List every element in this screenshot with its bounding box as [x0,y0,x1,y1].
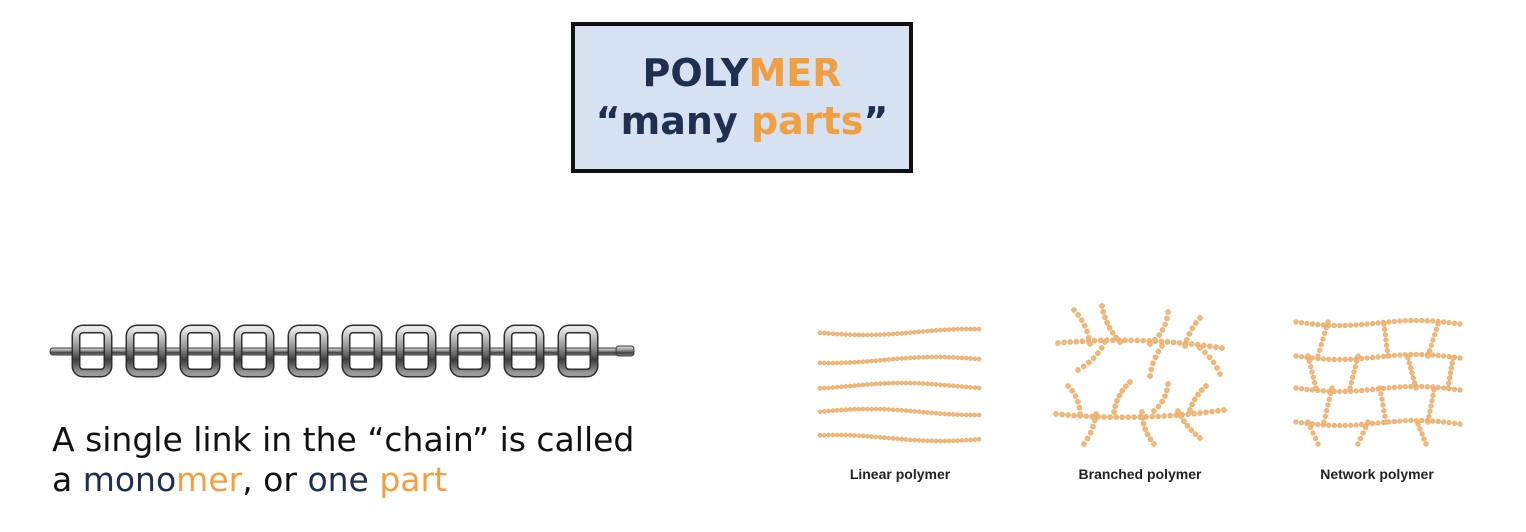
linear-polymer-label: Linear polymer [849,466,951,482]
quote-open: “ [595,98,621,143]
title-line-1: POLYMER [575,50,909,98]
caption-or: , or [242,460,308,500]
metal-chain-icon [49,324,635,378]
title-poly: POLY [642,51,749,95]
branched-polymer-diagram [1053,303,1227,447]
linear-polymer-diagram [817,326,982,444]
quote-close: ” [863,98,889,143]
caption: A single link in the “chain” is called a… [52,420,634,501]
caption-line-1: A single link in the “chain” is called [52,420,635,459]
caption-mer: mer [176,460,243,500]
caption-mono: mono [82,460,177,500]
title-mer: MER [748,51,842,95]
caption-line-2: a monomer, or one part [52,460,634,500]
caption-one: one [307,460,369,500]
chain-links [49,324,635,378]
caption-part: part [379,460,448,500]
title-many: many [620,98,738,143]
network-polymer-label: Network polymer [1320,466,1434,482]
title-box: POLYMER “many parts” [571,22,913,173]
branched-polymer-label: Branched polymer [1078,466,1202,482]
caption-a: a [52,460,83,500]
title-line-2: “many parts” [575,98,909,146]
network-polymer-diagram [1293,317,1463,447]
title-parts: parts [750,98,864,143]
